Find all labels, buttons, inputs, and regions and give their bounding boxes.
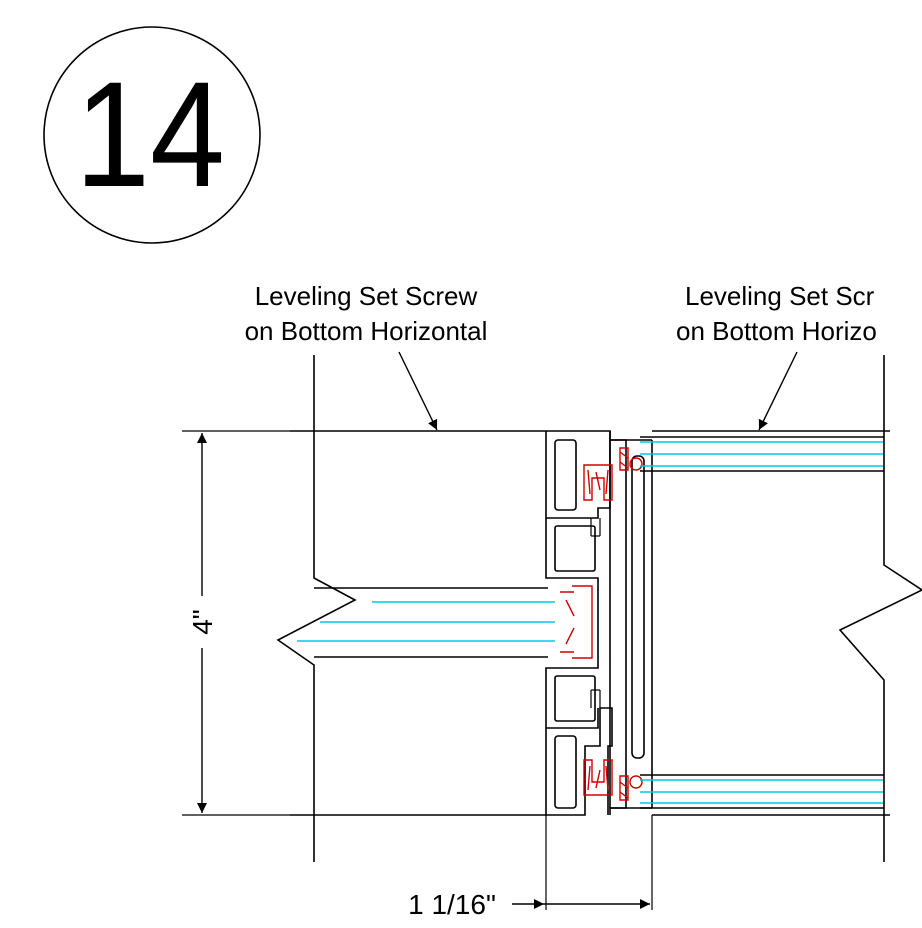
detail-circle [43, 26, 261, 244]
right-glass-top [640, 436, 884, 472]
detail-number: 14 [75, 50, 225, 218]
height-dimension: 4" [182, 430, 290, 816]
callout-right-line2: on Bottom Horizo [676, 316, 877, 346]
frame-extrusion [545, 430, 613, 816]
right-horizontal-member [652, 355, 922, 862]
left-horizontal-member [276, 355, 546, 862]
callout-right: Leveling Set Scr on Bottom Horizo [676, 281, 877, 431]
callout-left: Leveling Set Screw on Bottom Horizontal [245, 281, 488, 431]
right-glass-bottom [640, 774, 884, 809]
height-dimension-label: 4" [187, 609, 218, 635]
detail-bubble: 14 [43, 26, 261, 244]
callout-right-line1: Leveling Set Scr [685, 281, 875, 311]
callout-left-line1: Leveling Set Screw [255, 281, 478, 311]
left-glass-panel [297, 587, 555, 658]
callout-right-leader [758, 351, 798, 431]
glazing-gaskets [560, 447, 643, 801]
mullion-extrusion [609, 431, 653, 815]
width-dimension-label: 1 1/16" [408, 889, 496, 920]
callout-left-line2: on Bottom Horizontal [245, 316, 488, 346]
callout-left-leader [398, 351, 438, 431]
width-dimension: 1 1/16" [408, 815, 653, 920]
